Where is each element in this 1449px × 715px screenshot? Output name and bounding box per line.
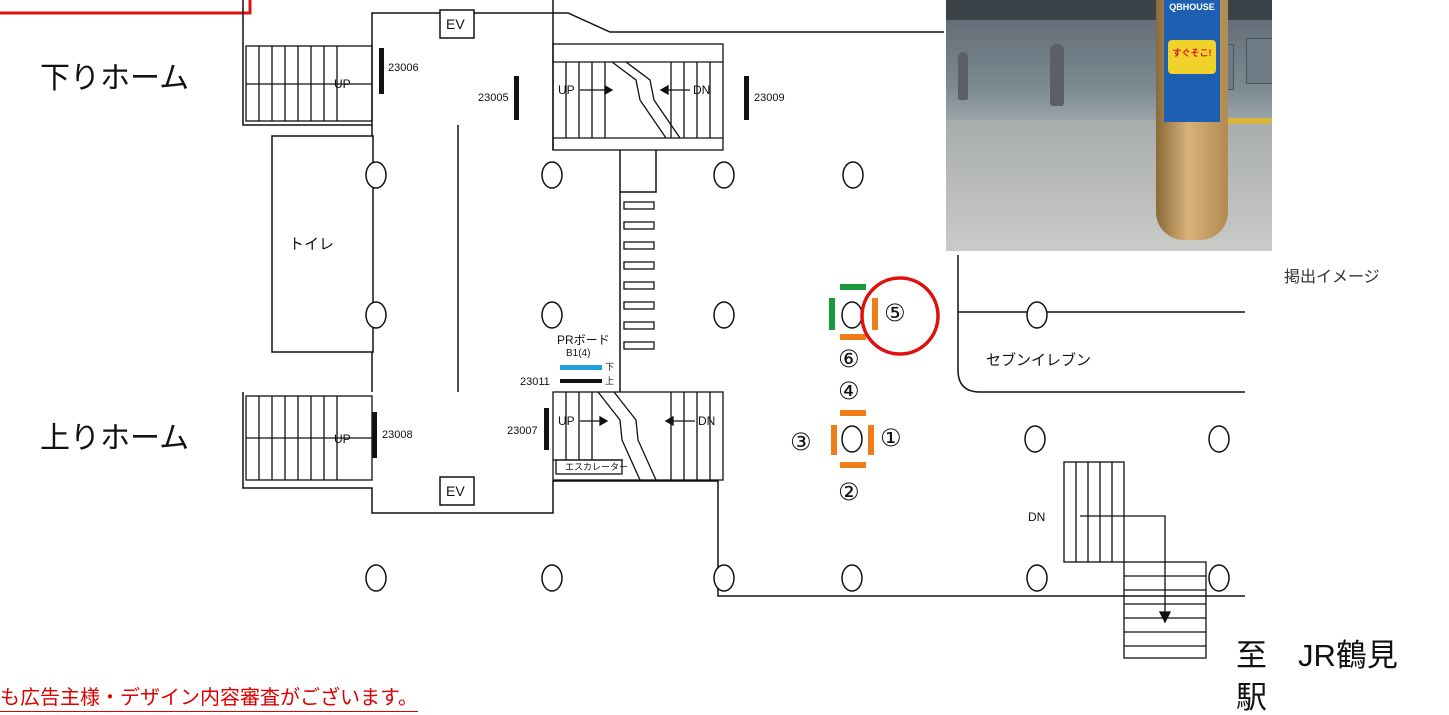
- stair-up-label-up-platform: UP: [334, 432, 351, 446]
- stairs-down-platform: [245, 45, 373, 122]
- destination-line1: 至 JR鶴見: [1236, 638, 1398, 673]
- image-caption: 掲出イメージ: [1284, 269, 1380, 286]
- frame-fragment: [0, 0, 252, 15]
- position-1: ①: [880, 425, 902, 452]
- stairs-escalator-top: [552, 43, 724, 151]
- photo-sign-panel: [1168, 40, 1216, 74]
- exit-staircase: [1063, 461, 1207, 659]
- columns: [365, 161, 1230, 592]
- pr-board-code: B1(4): [566, 348, 591, 359]
- seven-eleven-label: セブンイレブン: [986, 352, 1092, 369]
- board-code-23009: 23009: [754, 92, 785, 104]
- up-platform-label: 上りホーム: [40, 422, 190, 455]
- board-code-23006: 23006: [388, 62, 419, 74]
- notice-text: も広告主様・デザイン内容審査がございます。: [0, 688, 418, 712]
- ev-box-top: [439, 9, 475, 39]
- central-stair-treads: [623, 201, 655, 350]
- position-6: ⑥: [838, 346, 860, 373]
- board-markers: [372, 48, 749, 458]
- stairs-escalator-bottom: [552, 391, 724, 481]
- toilet-label: トイレ: [289, 236, 335, 253]
- position-2: ②: [838, 479, 860, 506]
- photo-person: [1050, 44, 1064, 106]
- escalator-arrows: [580, 84, 695, 427]
- highlight-circle: [860, 276, 940, 356]
- position-4: ④: [838, 378, 860, 405]
- escalator-label: エスカレーター: [565, 462, 629, 472]
- escalator-top-up-label: UP: [558, 83, 575, 97]
- photo-ticket-gate: [1246, 38, 1272, 84]
- board-code-23007: 23007: [507, 425, 538, 437]
- destination-line2: 駅: [1236, 680, 1267, 715]
- board-code-23011: 23011: [520, 376, 550, 388]
- position-markers: [831, 298, 878, 468]
- stair-up-label-down-platform: UP: [334, 77, 351, 91]
- board-code-23008: 23008: [382, 429, 413, 441]
- pr-board-label: PRボード: [557, 333, 610, 347]
- photo-sign-top: QBHOUSE: [1169, 2, 1215, 12]
- exit-dn-label: DN: [1028, 510, 1046, 524]
- ev-box-bottom: [439, 476, 475, 506]
- position-markers-green: [829, 284, 866, 330]
- stairs-up-platform: [245, 395, 373, 481]
- position-5: ⑤: [884, 300, 906, 327]
- ev-bottom-label: EV: [446, 483, 465, 499]
- escalator-top-dn-label: DN: [693, 83, 711, 97]
- escalator-bottom-up-label: UP: [558, 414, 575, 428]
- pr-board-up: 上: [605, 376, 615, 386]
- escalator-bottom-dn-label: DN: [698, 414, 716, 428]
- pr-board-blue-bar: [560, 365, 602, 370]
- photo-sign-text: すぐそこ!: [1172, 48, 1212, 58]
- photo-person-2: [958, 52, 968, 100]
- pr-board-down: 下: [605, 362, 615, 372]
- ev-top-label: EV: [446, 16, 465, 32]
- position-3: ③: [790, 429, 812, 456]
- board-code-23005: 23005: [478, 92, 509, 104]
- station-photo: QBHOUSE すぐそこ!: [946, 0, 1272, 251]
- down-platform-label: 下りホーム: [40, 62, 190, 95]
- toilet-room: [271, 135, 374, 353]
